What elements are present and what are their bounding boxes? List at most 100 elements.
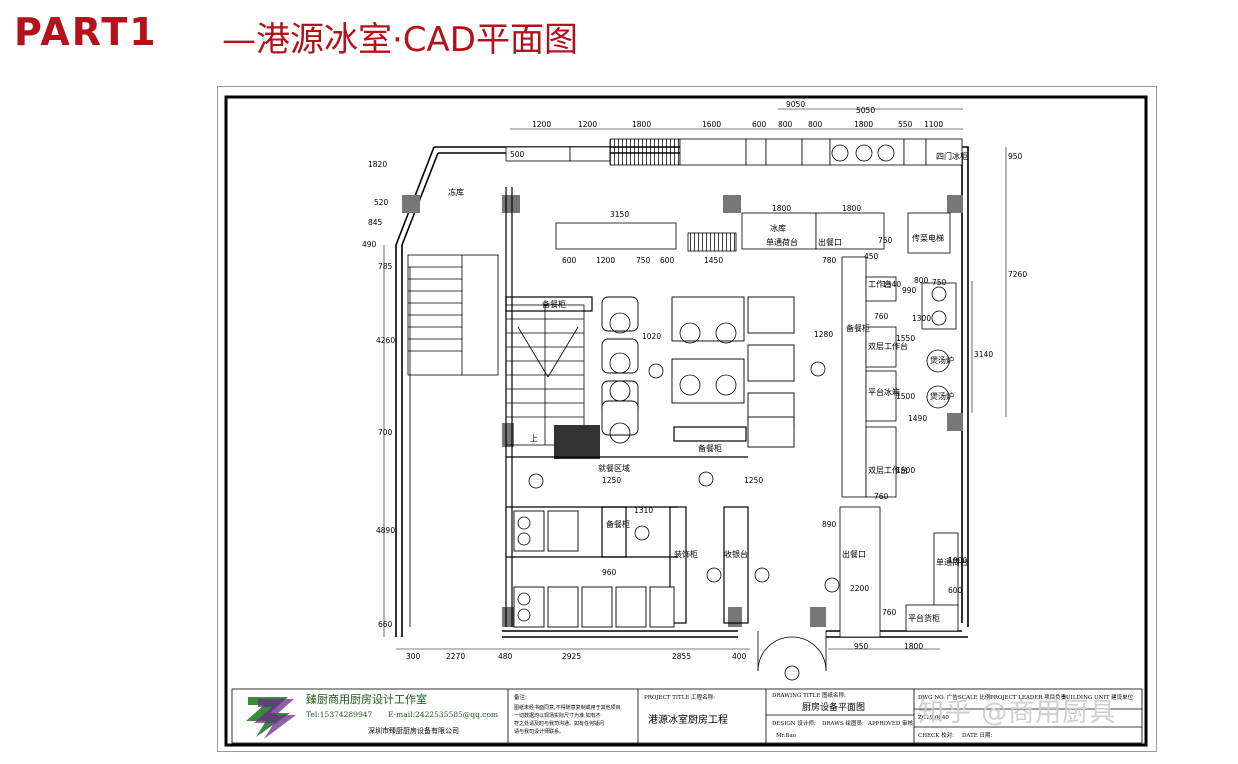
label-pickup-2: 出餐口 bbox=[842, 549, 866, 559]
dim-bottom-1: 300 bbox=[406, 652, 421, 661]
tb-design-label: DESIGN 设计师: bbox=[772, 719, 816, 727]
dim-left-5: 785 bbox=[378, 262, 393, 271]
dim-bottom-right-2: 1800 bbox=[904, 642, 923, 651]
dim-misc-25: 500 bbox=[510, 150, 525, 159]
dim-row-4: 600 bbox=[660, 256, 675, 265]
dim-row-3: 750 bbox=[636, 256, 651, 265]
tb-note-1: 图纸未经书面同意,不得随意复制或用于其他项目, bbox=[514, 704, 623, 711]
tb-note-2: 一切数据均以现场实际尺寸为准,如有不 bbox=[514, 712, 601, 719]
dim-left-2: 520 bbox=[374, 198, 389, 207]
label-shelf-1: 单通荷台 bbox=[766, 237, 798, 247]
company-logo bbox=[246, 697, 296, 739]
dim-misc-9: 760 bbox=[874, 312, 889, 321]
label-cashier: 收银台 bbox=[724, 549, 748, 559]
tb-project-title-label: PROJECT TITLE 工程名称: bbox=[644, 693, 715, 701]
tb-designer: Mr.Bao bbox=[776, 733, 797, 739]
label-prep-cabinet-1: 备餐柜 bbox=[542, 299, 566, 309]
tb-dwg-no: ZC19-0040 bbox=[918, 715, 949, 721]
dim-misc-15: 1490 bbox=[908, 414, 927, 423]
inner-staircase bbox=[505, 304, 585, 446]
top-equipment-row bbox=[505, 138, 963, 166]
dim-left-8: 4890 bbox=[376, 526, 395, 535]
dim-misc-5: 1310 bbox=[634, 506, 653, 515]
dim-misc-17: 760 bbox=[874, 492, 889, 501]
dim-bottom-2: 2270 bbox=[446, 652, 465, 661]
dim-row-6: 780 bbox=[822, 256, 837, 265]
dim-left-7: 700 bbox=[378, 428, 393, 437]
dim-top-3: 1800 bbox=[632, 120, 651, 129]
dining-walls bbox=[505, 187, 749, 627]
label-pickup-1: 出餐口 bbox=[818, 237, 842, 247]
dim-bottom-3: 480 bbox=[498, 652, 513, 661]
label-up: 上 bbox=[530, 434, 538, 443]
dim-top-total-2: 5050 bbox=[856, 106, 875, 115]
dim-misc-19: 600 bbox=[948, 586, 963, 595]
tb-company-sub: 深圳市臻厨厨房设备有限公司 bbox=[368, 726, 459, 735]
tb-tel: Tel:15374289947 bbox=[306, 710, 373, 719]
dim-left-1: 1820 bbox=[368, 160, 387, 169]
dim-left-6: 4260 bbox=[376, 336, 395, 345]
dim-misc-2: 1280 bbox=[814, 330, 833, 339]
tb-building-label: BUILDING UNIT 建设单位: bbox=[1062, 693, 1135, 701]
page-title: —港源冰室·CAD平面图 bbox=[222, 20, 578, 60]
label-burner-1: 煲汤炉 bbox=[930, 355, 954, 365]
dim-left-3: 845 bbox=[368, 218, 383, 227]
dim-misc-16: 1500 bbox=[896, 466, 915, 475]
dim-misc-22: 750 bbox=[878, 236, 893, 245]
dim-bottom-6: 400 bbox=[732, 652, 747, 661]
dim-misc-13: 1550 bbox=[896, 334, 915, 343]
dim-misc-3: 1250 bbox=[602, 476, 621, 485]
title-block-texts: 臻厨商用厨房设计工作室 Tel:15374289947 E-mail:24225… bbox=[306, 691, 1135, 739]
dim-bottom-5: 2855 bbox=[672, 652, 691, 661]
tb-note-3: 符之处请及时与我司沟通。如有任何疑问 bbox=[514, 720, 604, 727]
dim-top-9: 550 bbox=[898, 120, 913, 129]
dim-misc-18: 1000 bbox=[948, 556, 967, 565]
dim-misc-12: 1300 bbox=[912, 314, 931, 323]
tb-drawing-title-label: DRAWING TITLE 图纸名称: bbox=[772, 691, 846, 699]
dim-misc-6: 960 bbox=[602, 568, 617, 577]
label-platform: 平台货柜 bbox=[908, 613, 940, 623]
cad-drawing-sheet: 9050 5050 1200 1200 1800 1600 600 800 80… bbox=[217, 86, 1157, 752]
tb-company: 臻厨商用厨房设计工作室 bbox=[306, 692, 427, 706]
title-block bbox=[231, 688, 1143, 744]
dim-misc-24: 800 bbox=[914, 276, 929, 285]
floor-plan-svg: 9050 5050 1200 1200 1800 1600 600 800 80… bbox=[224, 95, 1148, 747]
dim-top-8: 1800 bbox=[854, 120, 873, 129]
label-workbench: 工作台 bbox=[868, 279, 892, 289]
tb-scale-label: SCALE 比例: bbox=[958, 693, 992, 701]
label-shelf-2: 单通荷台 bbox=[936, 557, 968, 567]
label-double-workbench-1: 双层工作台 bbox=[868, 341, 908, 351]
tb-note-4: 请与我司设计师联系。 bbox=[514, 728, 564, 735]
label-cold-store: 冻库 bbox=[448, 187, 464, 197]
dim-inner-2: 1800 bbox=[772, 204, 791, 213]
dim-right-2: 7260 bbox=[1008, 270, 1027, 279]
dim-top-5: 600 bbox=[752, 120, 767, 129]
dim-top-4: 1600 bbox=[702, 120, 721, 129]
dim-misc-10: 990 bbox=[902, 286, 917, 295]
dim-left-9: 660 bbox=[378, 620, 393, 629]
dim-bottom-4: 2925 bbox=[562, 652, 581, 661]
dimension-lines bbox=[383, 108, 1007, 650]
label-prep-cabinet-2: 备餐柜 bbox=[698, 443, 722, 453]
dim-misc-11: 750 bbox=[932, 278, 947, 287]
dim-inner-3: 1800 bbox=[842, 204, 861, 213]
dim-misc-21: 450 bbox=[864, 252, 879, 261]
plan-labels: 冻库 上 就餐区域 收银台 出餐口 出餐口 传菜电梯 备餐柜 备餐柜 备餐柜 备… bbox=[448, 151, 968, 623]
label-burner-2: 煲汤炉 bbox=[930, 391, 954, 401]
chairs bbox=[517, 312, 737, 622]
tb-approved-label: APPROVED 审核: bbox=[867, 719, 915, 727]
tb-draws-label: DRAWS 绘图员: bbox=[822, 719, 864, 727]
dim-bottom-right-1: 950 bbox=[854, 642, 869, 651]
dim-misc-8: 2200 bbox=[850, 584, 869, 593]
tb-notes-label: 备注: bbox=[514, 693, 527, 701]
dim-misc-20: 760 bbox=[882, 608, 897, 617]
label-sink: 四门冰柜 bbox=[936, 151, 968, 161]
entrance-door bbox=[757, 631, 827, 672]
part-label: PART1 bbox=[14, 10, 158, 54]
dim-misc-14: 1500 bbox=[896, 392, 915, 401]
dim-top-10: 1100 bbox=[924, 120, 943, 129]
dim-row-1: 600 bbox=[562, 256, 577, 265]
dim-misc-23: 1540 bbox=[882, 280, 901, 289]
dim-top-total-1: 9050 bbox=[786, 100, 805, 109]
dimension-texts: 9050 5050 1200 1200 1800 1600 600 800 80… bbox=[362, 100, 1027, 661]
